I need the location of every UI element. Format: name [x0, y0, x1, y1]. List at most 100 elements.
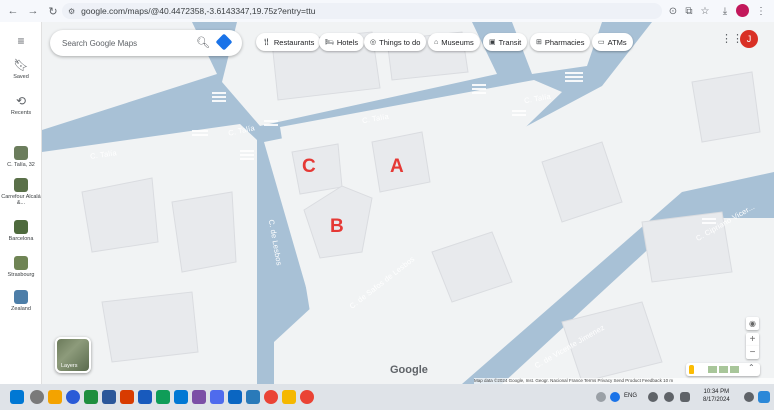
chip-restaurants[interactable]: 🍴︎ Restaurants [256, 33, 321, 51]
cloud-icon[interactable] [596, 392, 606, 402]
map-canvas[interactable]: C. Talía C. Talía C. Talía C. Talía C. d… [42, 22, 774, 384]
museum-icon: ⌂ [434, 38, 439, 46]
chip-label: Things to do [379, 37, 421, 47]
history-icon: ⟲ [15, 94, 27, 108]
satellite-thumbnail[interactable] [708, 366, 717, 373]
app-icon[interactable] [156, 390, 170, 404]
app-icon[interactable] [120, 390, 134, 404]
building [171, 191, 237, 273]
zoom-out-button[interactable]: − [746, 346, 759, 359]
app-icon[interactable] [84, 390, 98, 404]
recent-item-label: Carrefour Alcalá &... [1, 194, 41, 206]
app-icon[interactable] [174, 390, 188, 404]
word-icon[interactable] [102, 390, 116, 404]
file-explorer-icon[interactable] [282, 390, 296, 404]
directions-icon[interactable] [215, 33, 233, 51]
browser-toolbar: ← → ↻ ⚙ google.com/maps/@40.4472358,-3.6… [0, 0, 774, 22]
chip-label: Transit [498, 37, 522, 47]
chip-museums[interactable]: ⌂ Museums [428, 33, 480, 51]
search-icon[interactable]: 🔍︎ [196, 37, 210, 49]
chip-things-to-do[interactable]: ◎ Things to do [364, 33, 427, 51]
layers-button[interactable]: Layers [55, 337, 91, 373]
wifi-icon[interactable] [648, 392, 658, 402]
account-avatar[interactable]: J [740, 30, 758, 48]
star-icon[interactable]: ☆ [700, 5, 710, 17]
recent-item-label: C. Talía, 32 [7, 162, 35, 168]
chip-pharmacies[interactable]: ⊞ Pharmacies [530, 33, 591, 51]
camera-icon: ◎ [370, 39, 377, 46]
clock-time: 10:34 PM [703, 389, 730, 395]
place-thumbnail [14, 256, 28, 270]
url-text: google.com/maps/@40.4472358,-3.6143347,1… [81, 6, 316, 16]
taskbar-clock[interactable]: 10:34 PM 8/17/2024 [703, 388, 730, 404]
download-icon[interactable]: ⤓ [722, 5, 728, 17]
menu-kebab-icon[interactable]: ⋮ [756, 5, 766, 17]
app-icon-active[interactable] [192, 390, 206, 404]
saved-button[interactable]: 🔖︎ Saved [0, 58, 42, 80]
back-icon[interactable]: ← [7, 5, 19, 17]
app-icon[interactable] [66, 390, 80, 404]
hamburger-menu-button[interactable]: ≡ [0, 34, 42, 50]
teams-icon[interactable] [210, 390, 224, 404]
site-info-icon[interactable]: ⚙ [68, 6, 76, 16]
tray-language[interactable]: ENG [624, 393, 638, 399]
recent-item-label: Barcelona [8, 236, 34, 242]
reload-icon[interactable]: ↻ [48, 5, 58, 18]
app-icon[interactable] [246, 390, 260, 404]
building-a [371, 131, 431, 193]
recents-label: Recents [10, 110, 32, 116]
chip-hotels[interactable]: 🛏︎ Hotels [319, 33, 365, 51]
chrome-icon[interactable] [264, 390, 278, 404]
search-input[interactable] [62, 38, 188, 48]
location-icon[interactable]: ⊙ [668, 5, 678, 17]
chrome-icon[interactable] [300, 390, 314, 404]
notification-bell-icon[interactable] [744, 392, 754, 402]
building [641, 211, 733, 283]
install-icon[interactable]: ⧉ [685, 5, 693, 17]
chip-label: Museums [441, 37, 474, 47]
windows-start-icon[interactable] [10, 390, 24, 404]
recent-item-zealand[interactable]: Zealand [0, 290, 42, 312]
chip-label: Pharmacies [544, 37, 585, 47]
app-icon[interactable] [228, 390, 242, 404]
chevron-up-icon[interactable]: ⌃ [748, 363, 755, 372]
zoom-in-button[interactable]: + [746, 333, 759, 346]
chip-transit[interactable]: ▣ Transit [483, 33, 528, 51]
recent-item-carrefour[interactable]: Carrefour Alcalá &... [0, 178, 42, 206]
recent-item-barcelona[interactable]: Barcelona [0, 220, 42, 242]
recents-button[interactable]: ⟲ Recents [0, 94, 42, 116]
recent-item-label: Strasbourg [7, 272, 35, 278]
app-icon[interactable] [30, 390, 44, 404]
onedrive-icon[interactable] [610, 392, 620, 402]
place-thumbnail [14, 290, 28, 304]
left-rail: ≡ 🔖︎ Saved ⟲ Recents C. Talía, 32 Carref… [0, 22, 42, 384]
app-icon[interactable] [138, 390, 152, 404]
copilot-icon[interactable] [758, 391, 770, 403]
recent-item-strasbourg[interactable]: Strasbourg [0, 256, 42, 278]
forward-icon[interactable]: → [27, 5, 39, 17]
profile-avatar[interactable] [736, 4, 749, 17]
app-icon[interactable] [48, 390, 62, 404]
battery-icon[interactable] [680, 392, 690, 402]
address-bar[interactable]: ⚙ google.com/maps/@40.4472358,-3.6143347… [62, 3, 662, 19]
chip-atms[interactable]: ▭ ATMs [592, 33, 633, 51]
place-thumbnail [14, 220, 28, 234]
volume-icon[interactable] [664, 392, 674, 402]
chip-label: Restaurants [273, 37, 315, 47]
pegman-icon[interactable] [689, 365, 694, 374]
map-controls-strip: ⌃ [686, 363, 760, 376]
recent-item-talia[interactable]: C. Talía, 32 [0, 146, 42, 168]
place-thumbnail [14, 178, 28, 192]
layers-label: Layers [61, 363, 78, 369]
traffic-thumbnail[interactable] [730, 366, 739, 373]
train-icon: ▣ [489, 39, 496, 46]
chip-label: Hotels [336, 37, 359, 47]
marker-c: C [302, 156, 316, 177]
terrain-thumbnail[interactable] [719, 366, 728, 373]
marker-b: B [330, 216, 344, 237]
saved-label: Saved [13, 74, 29, 80]
chip-label: ATMs [607, 37, 627, 47]
my-location-button[interactable]: ◉ [746, 317, 759, 330]
city-block [274, 22, 774, 384]
search-box[interactable]: 🔍︎ [50, 30, 242, 56]
